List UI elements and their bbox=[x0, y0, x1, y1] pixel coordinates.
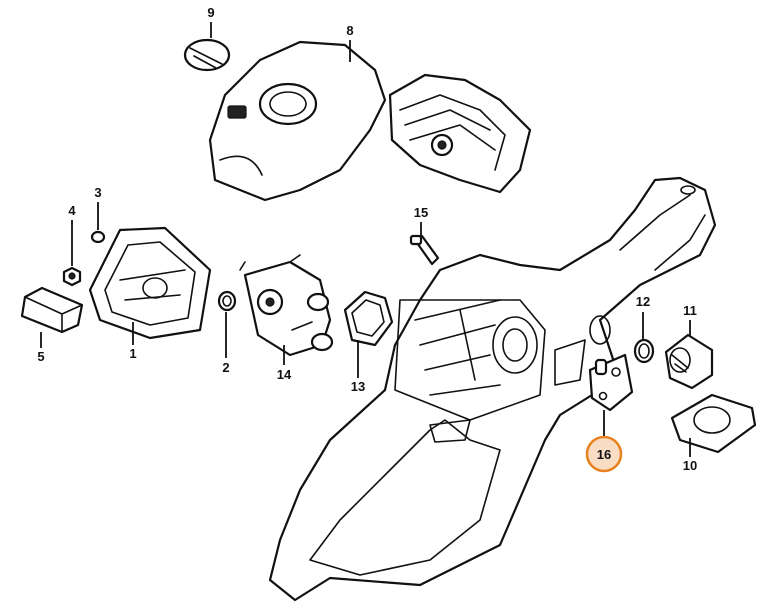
callout-13: 13 bbox=[351, 379, 365, 394]
callout-5: 5 bbox=[37, 349, 44, 364]
air-filter-cover bbox=[388, 73, 532, 194]
gasket bbox=[343, 290, 394, 347]
callout-14: 14 bbox=[277, 367, 292, 382]
callout-4: 4 bbox=[68, 203, 76, 218]
highlight-circle bbox=[585, 435, 623, 473]
callout-11: 11 bbox=[683, 303, 697, 318]
callout-12: 12 bbox=[636, 294, 650, 309]
callout-8: 8 bbox=[346, 23, 353, 38]
grommet bbox=[217, 290, 237, 312]
callout-16: 16 bbox=[597, 447, 611, 462]
grille-cap bbox=[664, 333, 714, 390]
callout-9: 9 bbox=[207, 5, 214, 20]
air-filter-housing bbox=[88, 226, 212, 340]
bushing-ring bbox=[633, 338, 655, 364]
carburetor bbox=[239, 254, 334, 357]
filter-block bbox=[20, 286, 84, 334]
callout-15: 15 bbox=[414, 205, 428, 220]
mounting-plate bbox=[670, 393, 757, 454]
callout-3: 3 bbox=[94, 185, 101, 200]
callout-1: 1 bbox=[129, 346, 136, 361]
handle-housing bbox=[268, 176, 717, 602]
pin-plug bbox=[409, 234, 440, 266]
leader-lines bbox=[40, 22, 691, 457]
callout-labels: 9 8 3 4 5 1 2 14 13 15 12 11 10 16 bbox=[37, 5, 697, 473]
callout-10: 10 bbox=[683, 458, 697, 473]
shroud-cover bbox=[208, 40, 387, 202]
nut bbox=[62, 266, 82, 287]
flange-mount bbox=[588, 353, 634, 412]
callout-2: 2 bbox=[222, 360, 229, 375]
twist-lock-knob bbox=[183, 38, 231, 72]
o-ring bbox=[90, 230, 106, 244]
